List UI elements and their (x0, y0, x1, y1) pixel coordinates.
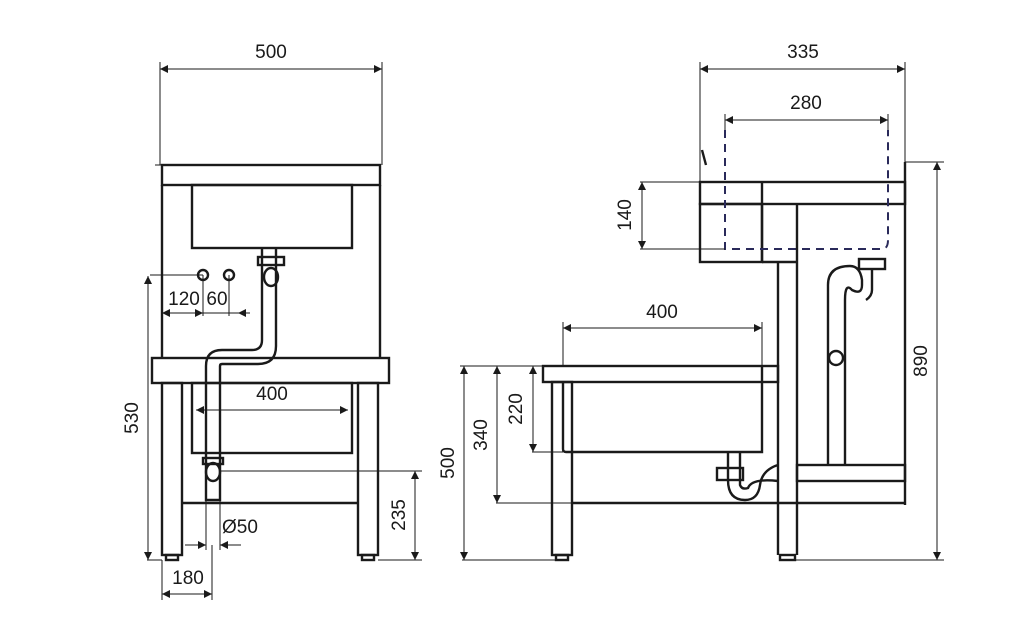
dim-label: 530 (122, 402, 143, 434)
side-upper-trap (826, 257, 887, 465)
dim-height-530: 530 (122, 276, 162, 561)
dim-label: 60 (206, 289, 227, 310)
front-legs (160, 381, 380, 562)
dim-label: 400 (646, 302, 678, 323)
dim-label: 235 (389, 499, 410, 531)
dim-depth-280: 280 (724, 93, 889, 130)
dim-label: 500 (255, 42, 287, 63)
side-view: 335 280 140 400 220 34 (438, 42, 944, 562)
dim-height-890: 890 (795, 161, 944, 561)
dim-diameter-50: Ø50 (185, 500, 258, 550)
dim-offset-180: 180 (161, 545, 213, 600)
side-post (776, 204, 799, 562)
front-countertop (155, 163, 382, 250)
dim-height-500: 500 (438, 366, 556, 561)
dim-label: 335 (787, 42, 819, 63)
dim-label: 500 (438, 447, 459, 479)
dim-depth-335: 335 (699, 42, 906, 182)
dim-height-220: 220 (460, 365, 563, 453)
dim-lower-400: 400 (562, 302, 763, 366)
dim-label: 220 (506, 393, 527, 425)
side-upper-sink (698, 130, 907, 505)
side-lower-trap (715, 452, 779, 502)
dim-lower-400: 400 (196, 384, 348, 414)
dim-label: 400 (256, 384, 288, 405)
front-drain-pipe (201, 248, 286, 502)
dim-tap-120-60: 120 60 (150, 274, 250, 317)
dim-label: 340 (471, 419, 492, 451)
dim-width-500: 500 (159, 42, 383, 165)
front-shelf (150, 356, 391, 455)
dim-label: 890 (911, 345, 932, 377)
dim-label: 120 (168, 289, 200, 310)
front-view: 500 120 60 400 530 235 (122, 42, 422, 600)
dim-label: Ø50 (222, 517, 258, 538)
side-lower-sink (541, 364, 907, 562)
dim-label: 180 (172, 568, 204, 589)
dim-height-340: 340 (471, 366, 572, 504)
dim-height-140: 140 (615, 181, 725, 250)
dim-height-235: 235 (220, 470, 422, 561)
dim-label: 280 (790, 93, 822, 114)
dim-label: 140 (615, 199, 636, 231)
